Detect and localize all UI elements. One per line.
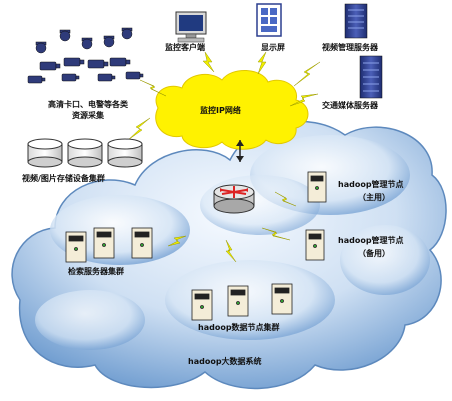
server-icon xyxy=(305,229,325,261)
label-gate-sources-2: 资源采集 xyxy=(72,111,104,120)
server-icon xyxy=(131,227,153,259)
monitor-client-icon xyxy=(175,11,207,43)
router-icon xyxy=(213,184,255,214)
label-hadoop-mgmt-backup: hadoop管理节点 xyxy=(338,236,404,245)
display-screen-icon xyxy=(256,3,282,37)
label-data-node-cluster: hadoop数据节点集群 xyxy=(198,323,280,332)
label-storage-cluster: 视频/图片存储设备集群 xyxy=(22,174,105,183)
dome-camera-icon xyxy=(35,41,47,54)
server-icon xyxy=(65,231,87,263)
label-retrieval-cluster: 检索服务器集群 xyxy=(68,267,124,276)
box-camera-icon xyxy=(63,57,85,67)
lightning-icon xyxy=(261,227,291,241)
server-icon xyxy=(191,289,213,321)
label-primary-tag: （主用） xyxy=(358,193,390,202)
label-bigdata-system: hadoop大数据系统 xyxy=(188,357,262,366)
ip-network-cloud xyxy=(155,70,309,150)
label-video-mgmt-server: 视频管理服务器 xyxy=(322,43,378,52)
storage-disk-icon xyxy=(67,138,103,168)
video-server-rack-icon xyxy=(344,3,368,39)
label-display-screen: 显示屏 xyxy=(261,43,285,52)
storage-disk-icon xyxy=(107,138,143,168)
dome-camera-icon xyxy=(59,29,71,42)
camera-group xyxy=(27,27,144,84)
bigdata-cloud xyxy=(11,120,447,390)
label-ip-network: 监控IP网络 xyxy=(200,106,241,115)
server-icon xyxy=(227,285,249,317)
lightning-icon xyxy=(202,51,215,73)
label-backup-tag: （备用） xyxy=(358,249,390,258)
dome-camera-icon xyxy=(81,37,93,50)
label-monitor-client: 监控客户端 xyxy=(165,43,205,52)
label-exchange-server: 交通媒体服务器 xyxy=(322,101,378,110)
lightning-icon xyxy=(289,93,319,107)
box-camera-icon xyxy=(109,57,131,67)
storage-disk-group xyxy=(27,138,143,168)
box-camera-icon xyxy=(61,73,80,82)
lightning-links xyxy=(127,51,321,263)
lightning-icon xyxy=(257,51,267,75)
box-camera-icon xyxy=(125,71,144,80)
uplink-connector xyxy=(236,140,244,162)
dome-camera-icon xyxy=(103,35,115,48)
server-icon xyxy=(93,227,115,259)
storage-disk-icon xyxy=(27,138,63,168)
server-boxes xyxy=(65,171,327,321)
server-icon xyxy=(271,283,293,315)
lightning-icon xyxy=(139,79,167,97)
lightning-icon xyxy=(225,239,237,263)
server-icon xyxy=(307,171,327,203)
box-camera-icon xyxy=(97,73,116,82)
dome-camera-icon xyxy=(121,27,133,40)
lightning-icon xyxy=(293,61,321,87)
label-hadoop-mgmt-primary: hadoop管理节点 xyxy=(338,180,404,189)
lightning-icon xyxy=(274,191,297,207)
label-gate-sources: 高清卡口、电警等各类 xyxy=(48,100,128,109)
box-camera-icon xyxy=(39,61,61,71)
box-camera-icon xyxy=(87,59,109,69)
lightning-icon xyxy=(167,235,187,247)
lightning-icon xyxy=(127,117,151,141)
exchange-server-rack-icon xyxy=(359,55,383,99)
box-camera-icon xyxy=(27,75,46,84)
